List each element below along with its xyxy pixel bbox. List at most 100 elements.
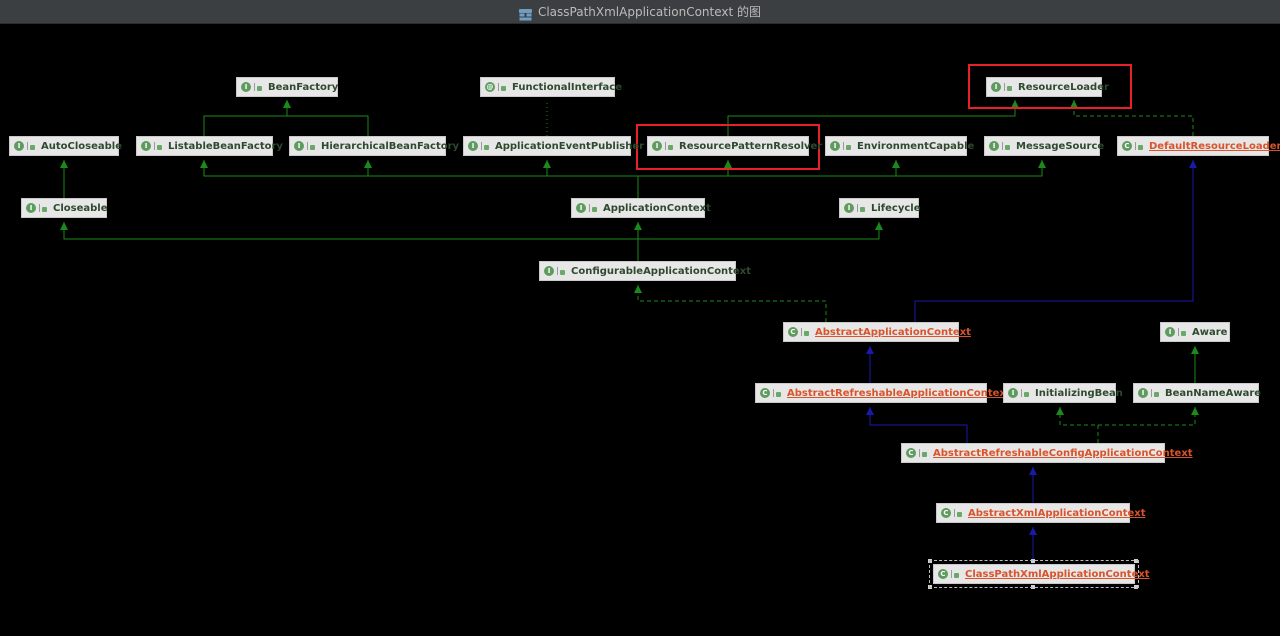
interface-icon: I	[294, 141, 304, 151]
interface-icon: I	[544, 266, 554, 276]
lock-icon	[843, 142, 853, 150]
node-label: DefaultResourceLoader	[1149, 140, 1280, 152]
node-label: ApplicationEventPublisher	[495, 140, 645, 152]
diagram-edges	[60, 100, 1199, 589]
arrowhead	[866, 407, 874, 415]
node-bean-factory[interactable]: I BeanFactory	[236, 77, 338, 97]
interface-icon: I	[141, 141, 151, 151]
node-label: ClassPathXmlApplicationContext	[965, 568, 1150, 580]
node-abstract-application-context[interactable]: C AbstractApplicationContext	[783, 322, 971, 342]
interface-icon: I	[468, 141, 478, 151]
arrowhead	[1191, 407, 1199, 415]
node-label: BeanFactory	[268, 81, 339, 93]
arrowhead	[866, 346, 874, 354]
arrowhead	[1070, 100, 1078, 108]
lock-icon	[801, 328, 811, 336]
interface-icon: I	[1008, 388, 1018, 398]
lock-icon	[954, 509, 964, 517]
edge-resourcepatternresolver-to-resourceloader	[727, 100, 1016, 136]
node-hierarchical-bean-factory[interactable]: I HierarchicalBeanFactory	[289, 136, 459, 156]
interface-icon: I	[1165, 327, 1175, 337]
arrowhead	[1029, 527, 1037, 535]
arrowhead	[60, 160, 68, 168]
node-label: AbstractRefreshableConfigApplicationCont…	[933, 447, 1193, 459]
node-auto-closeable[interactable]: I AutoCloseable	[9, 136, 122, 156]
node-label: Aware	[1192, 326, 1228, 338]
abstract-class-icon: C	[788, 327, 798, 337]
node-initializing-bean[interactable]: I InitializingBean	[1003, 383, 1123, 403]
node-listable-bean-factory[interactable]: I ListableBeanFactory	[136, 136, 283, 156]
lock-icon	[857, 204, 867, 212]
lock-icon	[1021, 389, 1031, 397]
node-environment-capable[interactable]: I EnvironmentCapable	[825, 136, 974, 156]
node-bean-name-aware[interactable]: I BeanNameAware	[1133, 383, 1261, 403]
lock-icon	[1135, 142, 1145, 150]
node-abstract-refreshable-application-context[interactable]: C AbstractRefreshableApplicationContext	[755, 383, 1011, 403]
node-label: InitializingBean	[1035, 387, 1123, 399]
node-label: AbstractRefreshableApplicationContext	[787, 387, 1011, 399]
arrowhead	[724, 160, 732, 168]
node-label: AbstractApplicationContext	[815, 326, 971, 338]
node-configurable-application-context[interactable]: I ConfigurableApplicationContext	[539, 261, 751, 281]
lock-icon	[1004, 83, 1014, 91]
lock-icon	[1178, 328, 1188, 336]
node-functional-interface[interactable]: @ FunctionalInterface	[480, 77, 622, 97]
selection-handle[interactable]	[928, 559, 932, 563]
edge-applicationcontext-to-applicationeventpublisher	[546, 160, 638, 177]
class-icon: C	[938, 569, 948, 579]
node-label: ApplicationContext	[603, 202, 711, 214]
lock-icon	[919, 449, 929, 457]
interface-icon: I	[989, 141, 999, 151]
lock-icon	[154, 142, 164, 150]
edge-applicationcontext-to-environmentcapable	[638, 160, 897, 177]
node-label: FunctionalInterface	[512, 81, 623, 93]
edge-applicationcontext-to-listablebeanfactory	[203, 160, 639, 198]
interface-icon: I	[991, 82, 1001, 92]
node-application-event-publisher[interactable]: I ApplicationEventPublisher	[463, 136, 644, 156]
lock-icon	[39, 204, 49, 212]
interface-icon: I	[844, 203, 854, 213]
selection-handle[interactable]	[928, 585, 932, 589]
arrowhead	[1038, 160, 1046, 168]
node-application-context[interactable]: I ApplicationContext	[571, 198, 711, 218]
node-label: AbstractXmlApplicationContext	[968, 507, 1146, 519]
arrowhead	[60, 222, 68, 230]
node-default-resource-loader[interactable]: C DefaultResourceLoader	[1117, 136, 1280, 156]
selection-handle[interactable]	[1134, 559, 1138, 563]
interface-icon: I	[14, 141, 24, 151]
edge-configurableapplicationcontext-to-closeable	[63, 222, 639, 261]
lock-icon	[254, 83, 264, 91]
lock-icon	[665, 142, 675, 150]
node-label: EnvironmentCapable	[857, 140, 975, 152]
node-class-path-xml-application-context[interactable]: C ClassPathXmlApplicationContext	[929, 560, 1150, 588]
node-resource-pattern-resolver[interactable]: I ResourcePatternResolver	[647, 136, 822, 156]
node-resource-loader[interactable]: I ResourceLoader	[986, 77, 1109, 97]
arrowhead	[1056, 407, 1064, 415]
arrowhead	[634, 222, 642, 230]
edge-defaultresourceloader-to-resourceloader	[1073, 100, 1194, 136]
selection-handle[interactable]	[1031, 585, 1035, 589]
node-closeable[interactable]: I Closeable	[21, 198, 108, 218]
node-label: HierarchicalBeanFactory	[321, 140, 460, 152]
lock-icon	[1002, 142, 1012, 150]
diagram-canvas[interactable]: I BeanFactory @ FunctionalInterface I Re…	[0, 24, 1280, 636]
lock-icon	[307, 142, 317, 150]
edge-applicationcontext-to-messagesource	[638, 160, 1043, 177]
selection-handle[interactable]	[1031, 559, 1035, 563]
arrowhead	[634, 285, 642, 293]
edge-applicationcontext-to-resourcepatternresolver	[638, 160, 729, 177]
lock-icon	[1151, 389, 1161, 397]
edge-abstractapplicationcontext-to-configurableapplicationcontext	[637, 285, 827, 322]
node-abstract-refreshable-config-application-context[interactable]: C AbstractRefreshableConfigApplicationCo…	[901, 443, 1193, 463]
node-aware[interactable]: I Aware	[1160, 322, 1230, 342]
node-abstract-xml-application-context[interactable]: C AbstractXmlApplicationContext	[936, 503, 1145, 523]
arrowhead	[1189, 160, 1197, 168]
edge-applicationcontext-to-hierarchicalbeanfactory	[367, 160, 638, 177]
window-title: ClassPathXmlApplicationContext 的图	[537, 5, 762, 19]
lock-icon	[557, 267, 567, 275]
node-label: ResourcePatternResolver	[679, 140, 823, 152]
selection-handle[interactable]	[1134, 585, 1138, 589]
node-lifecycle[interactable]: I Lifecycle	[839, 198, 921, 218]
node-message-source[interactable]: I MessageSource	[984, 136, 1104, 156]
arrowhead	[364, 160, 372, 168]
